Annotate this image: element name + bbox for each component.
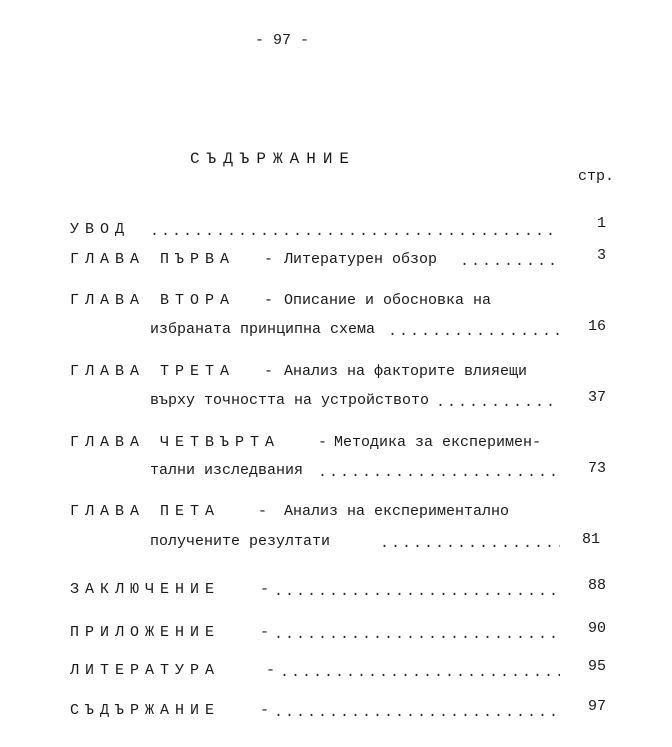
entry-heading: УВОД bbox=[70, 221, 131, 238]
entry-title-line: върху точността на устройството bbox=[150, 392, 430, 409]
dot-leader: ........................................… bbox=[274, 626, 560, 643]
entry-heading: ГЛАВА ПЕТА bbox=[70, 503, 221, 520]
entry-page: 16 bbox=[587, 318, 606, 335]
entry-page: 73 bbox=[587, 460, 606, 477]
entry-heading: СЪДЪРЖАНИЕ bbox=[70, 702, 221, 719]
page-column-label: стр. bbox=[578, 168, 615, 185]
entry-heading: ГЛАВА ЧЕТВЪРТА bbox=[70, 434, 281, 451]
entry-dash: - bbox=[264, 363, 274, 380]
entry-page: 90 bbox=[587, 620, 606, 637]
entry-title-line: Методика за експеримен- bbox=[334, 434, 542, 451]
entry-title-line: получените резултати bbox=[150, 533, 331, 550]
entry-page: 97 bbox=[587, 698, 606, 715]
entry-dash: - bbox=[264, 292, 274, 309]
entry-dash: - bbox=[260, 702, 270, 719]
entry-title-line: Описание и обосновка на bbox=[284, 292, 492, 309]
entry-heading: ГЛАВА ПЪРВА bbox=[70, 251, 236, 268]
entry-page: 88 bbox=[587, 577, 606, 594]
entry-dash: - bbox=[318, 434, 328, 451]
dot-leader: ........................................… bbox=[460, 253, 560, 270]
dot-leader: ........................................… bbox=[274, 704, 560, 721]
entry-page: 81 bbox=[581, 531, 600, 548]
toc-title: СЪДЪРЖАНИЕ bbox=[190, 150, 357, 168]
entry-title-line: Литературен обзор bbox=[284, 251, 438, 268]
entry-dash: - bbox=[260, 581, 270, 598]
page-number: - 97 - bbox=[255, 32, 310, 49]
entry-heading: ГЛАВА ТРЕТА bbox=[70, 363, 236, 380]
dot-leader: ........................................… bbox=[318, 464, 560, 481]
entry-dash: - bbox=[260, 624, 270, 641]
dot-leader: ........................................… bbox=[436, 394, 560, 411]
entry-heading: ПРИЛОЖЕНИЕ bbox=[70, 624, 221, 641]
dot-leader: ........................................… bbox=[274, 583, 560, 600]
entry-title-line: тални изследвания bbox=[150, 462, 304, 479]
dot-leader: ........................................… bbox=[280, 664, 560, 681]
entry-heading: ЛИТЕРАТУРА bbox=[70, 662, 221, 679]
entry-dash: - bbox=[264, 251, 274, 268]
entry-heading: ЗАКЛЮЧЕНИЕ bbox=[70, 581, 221, 598]
entry-title-line: Анализ на експериментално bbox=[284, 503, 510, 520]
entry-heading: ГЛАВА ВТОРА bbox=[70, 292, 236, 309]
dot-leader: ........................................… bbox=[380, 535, 560, 552]
entry-page: 3 bbox=[596, 247, 606, 264]
entry-title-line: избраната принципна схема bbox=[150, 321, 376, 338]
entry-page: 37 bbox=[587, 389, 606, 406]
entry-page: 95 bbox=[587, 658, 606, 675]
dot-leader: ........................................… bbox=[150, 223, 560, 240]
dot-leader: ........................................… bbox=[388, 323, 560, 340]
entry-title-line: Анализ на факторите влияещи bbox=[284, 363, 528, 380]
entry-dash: - bbox=[258, 503, 268, 520]
entry-page: 1 bbox=[596, 215, 606, 232]
entry-dash: - bbox=[266, 662, 276, 679]
